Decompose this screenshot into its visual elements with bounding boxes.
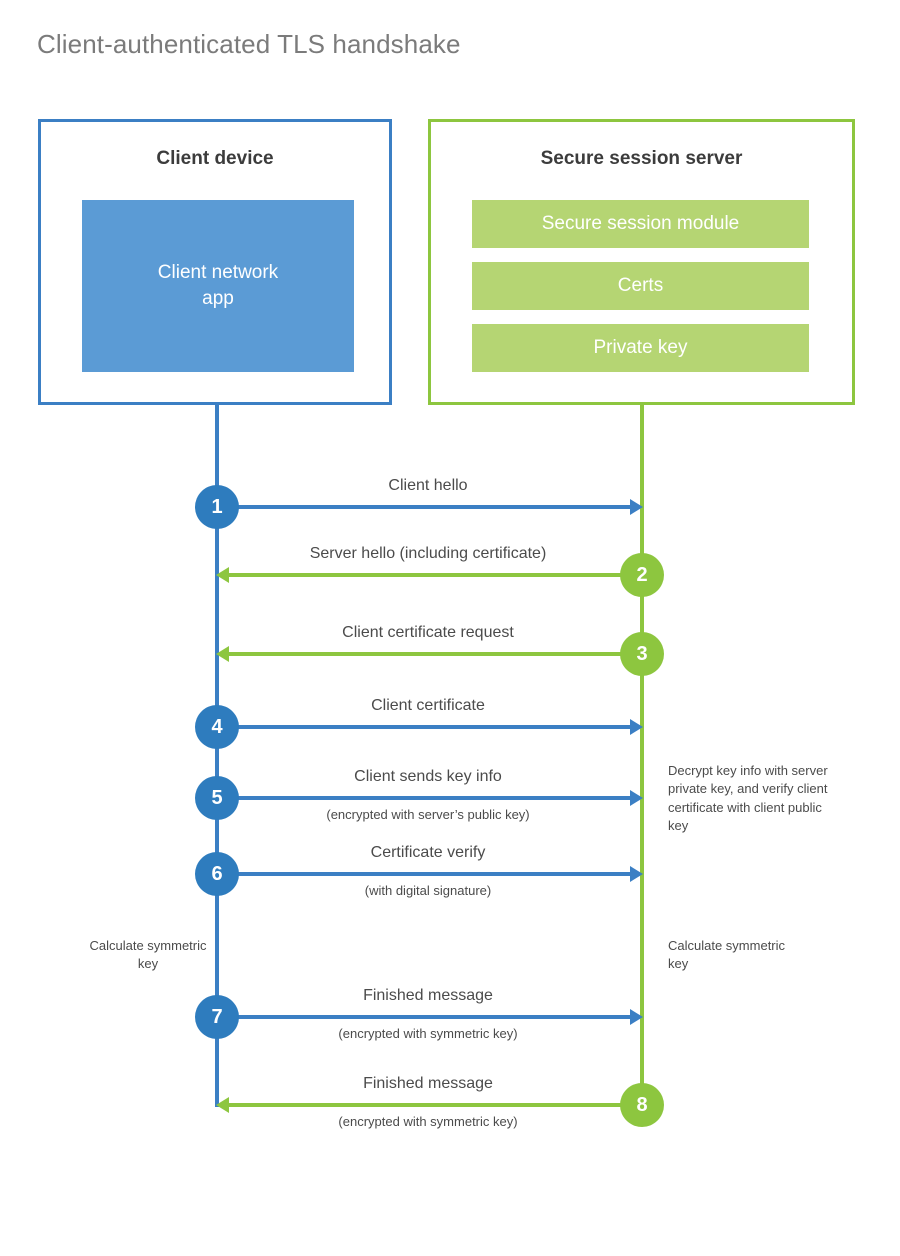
step-sublabel: (encrypted with symmetric key)	[338, 1026, 518, 1041]
step-arrow-line	[229, 573, 642, 577]
server-decrypt-note: Decrypt key info with server private key…	[668, 763, 828, 834]
client-device-title: Client device	[156, 148, 274, 169]
step-number-badge-6[interactable]: 6	[195, 852, 239, 896]
step-number-badge-2[interactable]: 2	[620, 553, 664, 597]
step-arrow-line	[229, 1103, 642, 1107]
step-label: Finished message	[363, 1075, 493, 1092]
step-arrow-head	[630, 719, 643, 735]
step-arrow-line	[217, 505, 630, 509]
secure-session-server-title: Secure session server	[540, 148, 743, 169]
step-label: Client hello	[388, 477, 468, 494]
client-lifeline	[215, 402, 219, 1107]
step-arrow-line	[217, 796, 630, 800]
secure-session-server-box: Secure session server Secure session mod…	[428, 119, 855, 405]
server-block-secure-session-module: Secure session module	[472, 200, 809, 248]
step-arrow-head	[630, 790, 643, 806]
step-number-badge-8[interactable]: 8	[620, 1083, 664, 1127]
step-arrow-head	[630, 1009, 643, 1025]
server-block-label: Private key	[593, 337, 688, 358]
step-label: Client sends key info	[354, 768, 502, 785]
step-sublabel: (encrypted with server’s public key)	[326, 807, 530, 822]
step-arrow-line	[217, 725, 630, 729]
step-label: Certificate verify	[370, 844, 486, 861]
step-label: Server hello (including certificate)	[309, 545, 547, 562]
step-arrow-head	[630, 499, 643, 515]
step-sublabel: (encrypted with symmetric key)	[338, 1114, 518, 1129]
client-calculate-symmetric-key-note: Calculate symmetric key	[89, 938, 207, 972]
step-number-badge-3[interactable]: 3	[620, 632, 664, 676]
server-calculate-symmetric-key-note: Calculate symmetric key	[668, 938, 786, 972]
step-number-badge-1[interactable]: 1	[195, 485, 239, 529]
step-arrow-line	[217, 1015, 630, 1019]
server-lifeline	[640, 402, 644, 1107]
server-block-label: Certs	[617, 275, 664, 296]
step-arrow-head	[216, 646, 229, 662]
step-sublabel: (with digital signature)	[364, 883, 492, 898]
server-block-private-key: Private key	[472, 324, 809, 372]
step-label: Client certificate	[371, 697, 485, 714]
step-arrow-line	[217, 872, 630, 876]
page-title: Client-authenticated TLS handshake	[37, 29, 461, 59]
step-number-badge-5[interactable]: 5	[195, 776, 239, 820]
step-label: Finished message	[363, 987, 493, 1004]
step-arrow-head	[630, 866, 643, 882]
step-number-badge-7[interactable]: 7	[195, 995, 239, 1039]
step-arrow-line	[229, 652, 642, 656]
server-block-label: Secure session module	[541, 213, 740, 234]
step-arrow-head	[216, 567, 229, 583]
step-label: Client certificate request	[342, 624, 514, 641]
step-number-badge-4[interactable]: 4	[195, 705, 239, 749]
server-block-certs: Certs	[472, 262, 809, 310]
step-arrow-head	[216, 1097, 229, 1113]
